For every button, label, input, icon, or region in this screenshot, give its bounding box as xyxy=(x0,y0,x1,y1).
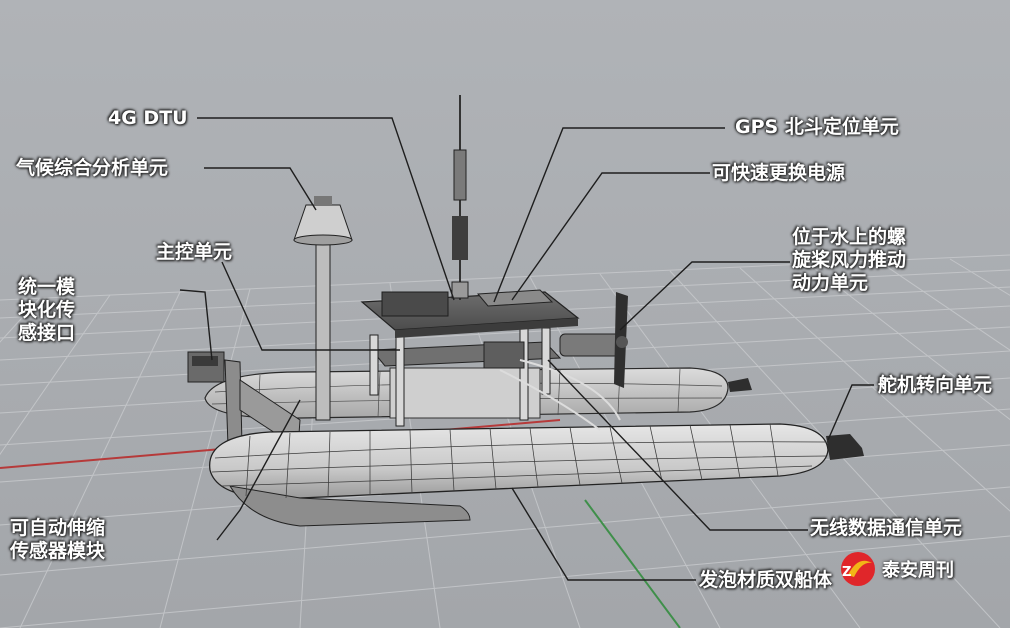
label-sensor-port-line-2: 块化传 xyxy=(18,299,76,321)
label-propeller: 位于水上的螺 旋桨风力推动 动力单元 xyxy=(792,226,906,295)
label-sensor-port: 统一模 块化传 感接口 xyxy=(18,276,75,345)
side-plates xyxy=(187,351,301,449)
cable xyxy=(499,369,601,431)
label-4g-dtu: 4G DTU xyxy=(108,107,188,129)
leader-line-hull xyxy=(511,487,696,581)
label-propeller-line-2: 旋桨风力推动 xyxy=(792,249,907,271)
watermark-logo-icon: Z xyxy=(841,552,875,586)
leader-line-propeller xyxy=(619,261,790,331)
climate-sensor-pole xyxy=(293,196,353,421)
leader-line-steering xyxy=(827,384,874,441)
leader-line-dtu xyxy=(197,117,455,301)
label-main-control: 主控单元 xyxy=(156,241,233,263)
front-hull xyxy=(209,423,864,527)
y-axis-line xyxy=(584,499,681,628)
propeller-unit xyxy=(559,292,628,388)
label-sensor-port-line-1: 统一模 xyxy=(18,276,76,298)
leader-lines xyxy=(179,117,874,581)
watermark: Z 泰安周刊 xyxy=(838,549,998,589)
label-wireless-comm: 无线数据通信单元 xyxy=(810,517,963,539)
label-steering: 舵机转向单元 xyxy=(878,374,993,396)
label-quick-swap-power: 可快速更换电源 xyxy=(712,162,846,184)
label-propeller-line-1: 位于水上的螺 xyxy=(792,226,907,248)
label-foam-hull: 发泡材质双船体 xyxy=(699,569,833,591)
svg-text:Z: Z xyxy=(842,565,851,580)
leader-line-climate xyxy=(204,167,317,211)
antenna xyxy=(451,95,469,300)
label-telescopic-line-1: 可自动伸缩 xyxy=(10,517,106,539)
label-telescopic-sensor: 可自动伸缩 传感器模块 xyxy=(10,517,105,563)
cable xyxy=(519,359,621,421)
leader-line-telescopic xyxy=(216,399,301,541)
label-telescopic-line-2: 传感器模块 xyxy=(10,540,106,562)
leader-line-main-control xyxy=(221,261,400,351)
watermark-text: 泰安周刊 xyxy=(882,560,954,581)
leader-line-sensor-port xyxy=(179,289,213,361)
leader-line-battery xyxy=(511,172,710,301)
label-climate-analysis: 气候综合分析单元 xyxy=(16,157,169,179)
label-propeller-line-3: 动力单元 xyxy=(792,272,869,294)
leader-line-wireless xyxy=(547,359,808,531)
label-gps-beidou: GPS 北斗定位单元 xyxy=(735,116,899,138)
leader-line-gps xyxy=(493,127,725,303)
label-sensor-port-line-3: 感接口 xyxy=(18,322,76,344)
